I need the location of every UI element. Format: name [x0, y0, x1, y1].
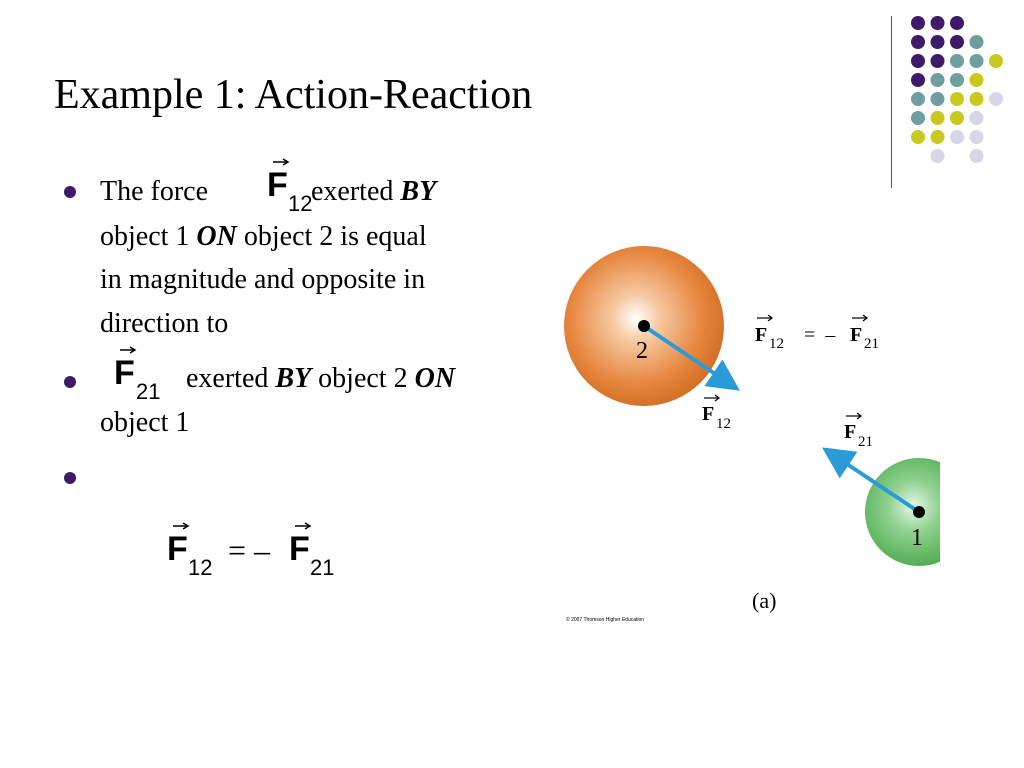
- panel-label: (a): [752, 588, 776, 613]
- ball-1: [865, 458, 940, 566]
- figure-eq-operator: = –: [804, 324, 836, 346]
- decorative-dot: [911, 130, 925, 144]
- decorative-dot: [950, 54, 964, 68]
- bullet-2-vector: F: [114, 354, 135, 392]
- decorative-dot: [930, 35, 945, 49]
- figure-eq-lhs: F: [755, 324, 767, 346]
- equation-rhs-vector: F: [289, 530, 310, 568]
- equation-lhs-sub: 12: [188, 555, 213, 580]
- decorative-dot: [969, 130, 984, 144]
- decorative-dot: [911, 92, 925, 106]
- decorative-dot: [969, 35, 984, 49]
- force-12-arrow: [642, 324, 740, 391]
- vector-arrow-icon: [120, 346, 137, 354]
- bullet-2-vector-sub: 21: [136, 379, 161, 404]
- vector-arrow-icon: [295, 522, 312, 530]
- decorative-dot: [950, 111, 964, 125]
- figure-eq-rhs-sub: 21: [864, 336, 879, 352]
- bullet-1-line-3: in magnitude and opposite in: [100, 264, 426, 295]
- equation-lhs-vector: F: [167, 530, 188, 568]
- decorative-dot: [969, 54, 984, 68]
- bullet-1-line-4: direction to: [100, 308, 229, 339]
- equation-rhs-sub: 21: [310, 555, 335, 580]
- decorative-dot: [911, 35, 925, 49]
- decorative-dot: [911, 111, 925, 125]
- decorative-dot: [911, 54, 925, 68]
- bullet-2-line-2: object 1: [100, 407, 190, 438]
- bullet-1-exerted: exerted BY: [311, 176, 437, 207]
- vector-arrow-icon: [173, 522, 190, 530]
- f21-sub: 21: [858, 434, 873, 450]
- f12-symbol: F: [702, 403, 714, 425]
- bullet-1-prefix: The force: [100, 176, 209, 207]
- ball-1-label: 1: [911, 525, 923, 551]
- decorative-dot: [950, 16, 964, 30]
- decorative-dot: [930, 111, 945, 125]
- decorative-dot: [950, 73, 964, 87]
- figure-eq-rhs: F: [850, 324, 862, 346]
- decorative-dot: [930, 54, 945, 68]
- decorative-dot: [930, 73, 945, 87]
- decorative-dot: [930, 149, 945, 163]
- f12-sub: 12: [716, 416, 731, 432]
- figure-equation: F 12 = – F 21: [755, 314, 879, 352]
- equation-operator: = –: [228, 532, 271, 568]
- decorative-dot: [969, 73, 984, 87]
- decorative-dot: [989, 54, 1003, 68]
- vector-arrow-icon: [273, 158, 290, 166]
- ball-1-center: [913, 506, 925, 518]
- ball-2-label: 2: [636, 338, 648, 364]
- f12-label: F 12: [702, 394, 731, 432]
- ball-2-center: [638, 320, 650, 332]
- decorative-dot: [930, 92, 945, 106]
- bullet-marker: [64, 376, 76, 388]
- bullet-2-line-1: exerted BY object 2 ON: [186, 363, 456, 394]
- decorative-dot: [969, 111, 984, 125]
- slide-title: Example 1: Action-Reaction: [54, 72, 533, 118]
- decorative-dot: [950, 92, 964, 106]
- bullet-1-line-2: object 1 ON object 2 is equal: [100, 221, 427, 252]
- f21-label: F 21: [844, 412, 873, 450]
- action-reaction-figure: 2 1 F 12 F 21 F 12 = – F 21 (a) © 2007 T…: [564, 246, 940, 623]
- decorative-dot: [950, 130, 964, 144]
- decorative-dot-grid: [911, 16, 1003, 163]
- bullet-1-vector-sub: 12: [288, 191, 313, 216]
- decorative-dot: [911, 73, 925, 87]
- figure-eq-lhs-sub: 12: [769, 336, 784, 352]
- decorative-dot: [969, 149, 984, 163]
- force-21-arrow: [822, 447, 921, 514]
- bullet-marker: [64, 472, 76, 484]
- decorative-dot: [969, 92, 984, 106]
- decorative-dot: [930, 16, 945, 30]
- f21-symbol: F: [844, 421, 856, 443]
- decorative-dot: [911, 16, 925, 30]
- title-divider-line: [891, 16, 892, 188]
- bullet-1-vector: F: [267, 166, 288, 204]
- decorative-dot: [930, 130, 945, 144]
- bullet-marker: [64, 186, 76, 198]
- decorative-dot: [950, 35, 964, 49]
- decorative-dot: [989, 92, 1003, 106]
- copyright-credit: © 2007 Thomson Higher Education: [566, 616, 644, 623]
